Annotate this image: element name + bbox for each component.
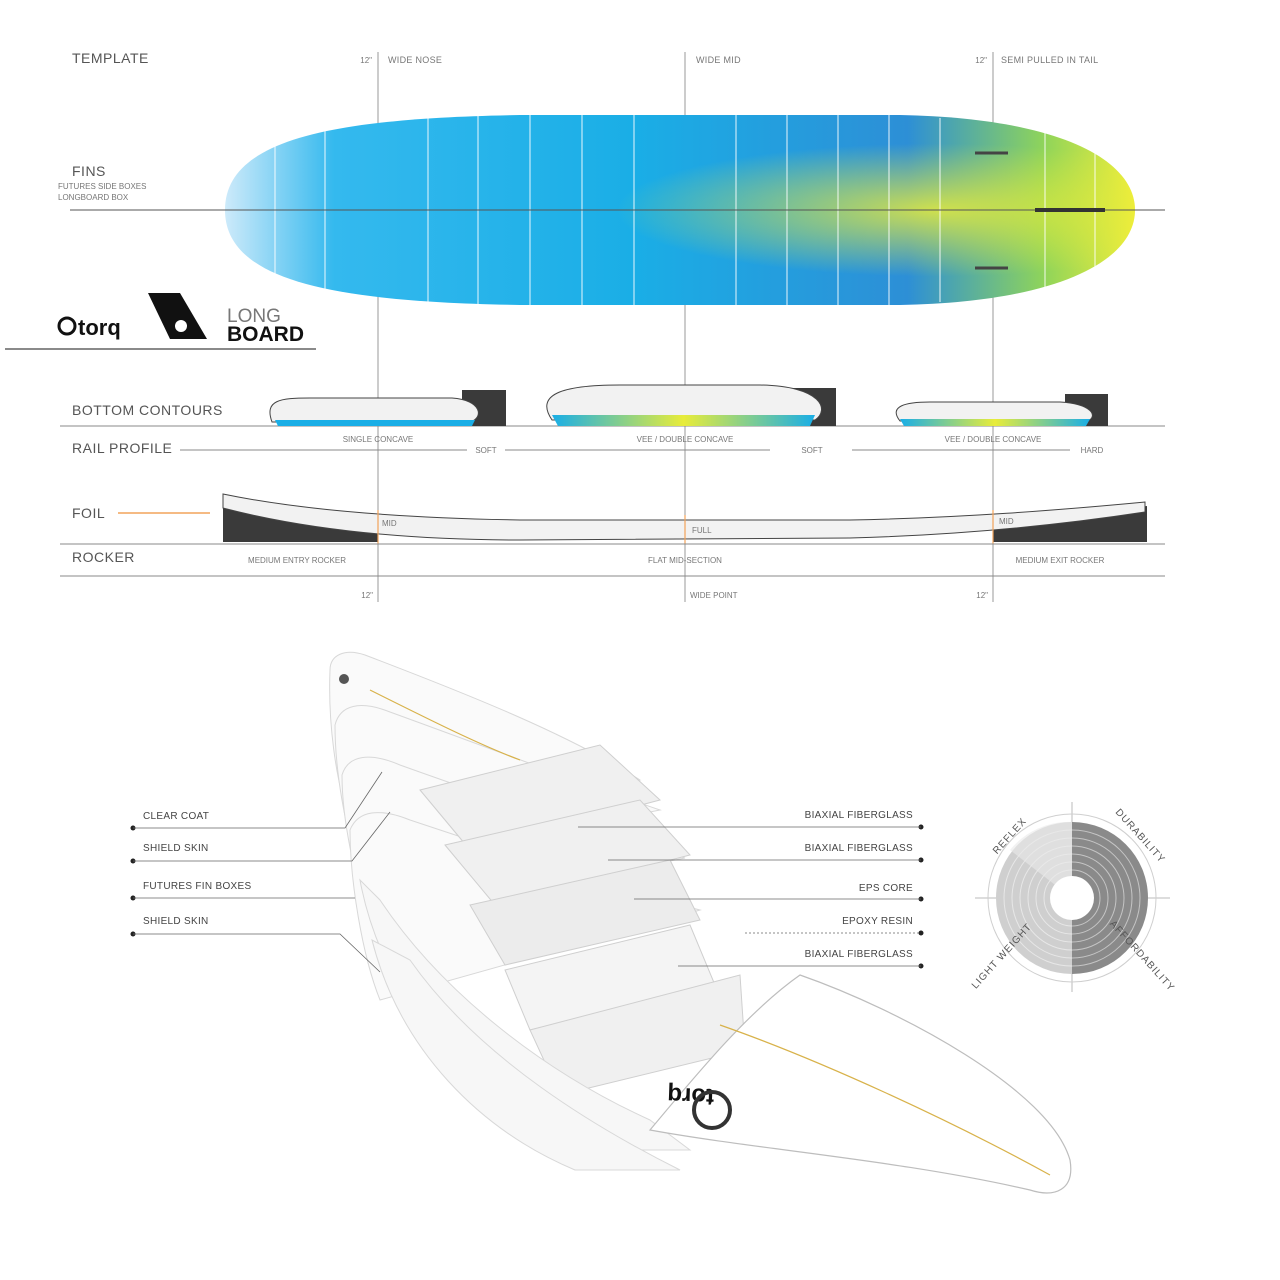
tail-distance: 12" <box>975 56 987 65</box>
right-callouts: BIAXIAL FIBERGLASS BIAXIAL FIBERGLASS EP… <box>578 810 924 969</box>
callout-shield-skin-1: SHIELD SKIN <box>143 843 209 854</box>
board-template <box>70 115 1165 305</box>
nose-title: WIDE NOSE <box>388 55 442 65</box>
rating-center <box>1050 876 1094 920</box>
rail-label-2: SOFT <box>801 446 822 455</box>
tail-title: SEMI PULLED IN TAIL <box>1001 55 1098 65</box>
fins-sub-side-boxes: FUTURES SIDE BOXES <box>58 182 146 191</box>
layer-hull-2 <box>371 939 681 1171</box>
bottom-mark-wide-point: WIDE POINT <box>690 591 738 600</box>
contour-label-tail: VEE / DOUBLE CONCAVE <box>945 435 1042 444</box>
tec-badge-dot-icon <box>175 320 187 332</box>
board-logo-icon <box>692 1090 732 1130</box>
spec-diagram: TEMPLATE 12" WIDE NOSE WIDE MID 12" SEMI… <box>5 50 1165 602</box>
callout-shield-skin-2: SHIELD SKIN <box>143 916 209 927</box>
rail-label-3: HARD <box>1081 446 1104 455</box>
bottom-mark-tail: 12" <box>976 591 988 600</box>
foil-mark-tail: MID <box>999 517 1014 526</box>
nose-distance: 12" <box>360 56 372 65</box>
fins-label: FINS <box>72 163 106 179</box>
contour-tail <box>895 394 1108 426</box>
finished-board: torq <box>648 974 1072 1194</box>
foil-mark-mid: FULL <box>692 526 712 535</box>
foil-mark-nose: MID <box>382 519 397 528</box>
rating-right-half <box>1072 822 1148 974</box>
callout-eps-core: EPS CORE <box>859 883 913 894</box>
left-callouts: CLEAR COAT SHIELD SKIN FUTURES FIN BOXES… <box>130 771 391 973</box>
construction-exploded-view: torq CLEAR COAT SHIELD SKIN FUTURES FIN … <box>130 651 1072 1194</box>
callout-clear-coat: CLEAR COAT <box>143 811 209 822</box>
contour-mid <box>546 384 836 426</box>
callout-biaxial-2: BIAXIAL FIBERGLASS <box>805 843 913 854</box>
rail-profile-label: RAIL PROFILE <box>72 440 172 456</box>
template-label: TEMPLATE <box>72 50 149 66</box>
layer-eps-core <box>469 859 701 966</box>
torq-logo-icon <box>57 316 77 336</box>
logo-line2: BOARD <box>227 323 304 346</box>
bottom-contours-label: BOTTOM CONTOURS <box>72 402 223 418</box>
foil-profile <box>222 493 1147 544</box>
leash-plug-icon <box>339 674 349 684</box>
contour-label-nose: SINGLE CONCAVE <box>343 435 414 444</box>
contour-label-mid: VEE / DOUBLE CONCAVE <box>637 435 734 444</box>
callout-epoxy-resin: EPOXY RESIN <box>842 916 913 927</box>
mid-title: WIDE MID <box>696 55 741 65</box>
rocker-mid: FLAT MID-SECTION <box>648 556 722 565</box>
bottom-mark-nose: 12" <box>361 591 373 600</box>
rail-label-1: SOFT <box>475 446 496 455</box>
rocker-exit: MEDIUM EXIT ROCKER <box>1016 556 1105 565</box>
rating-ring: REFLEX DURABILITY AFFORDABILITY LIGHT WE… <box>970 802 1177 994</box>
callout-biaxial-1: BIAXIAL FIBERGLASS <box>805 810 913 821</box>
layer-biaxial-2 <box>444 799 691 906</box>
board-brand: torq <box>667 1081 715 1110</box>
tec-badge-icon <box>148 293 207 339</box>
layer-biaxial-1 <box>419 744 662 851</box>
foil-label: FOIL <box>72 505 105 521</box>
logo-line1: LONG <box>227 306 281 327</box>
contour-nose <box>269 390 506 426</box>
brand-name: torq <box>78 315 121 340</box>
brand-logo: torq LONG BOARD <box>5 293 316 350</box>
rocker-label: ROCKER <box>72 549 135 565</box>
callout-biaxial-3: BIAXIAL FIBERGLASS <box>805 949 913 960</box>
rocker-entry: MEDIUM ENTRY ROCKER <box>248 556 346 565</box>
stringer-top <box>369 689 521 761</box>
fins-sub-longboard-box: LONGBOARD BOX <box>58 193 129 202</box>
callout-fin-boxes: FUTURES FIN BOXES <box>143 881 251 892</box>
